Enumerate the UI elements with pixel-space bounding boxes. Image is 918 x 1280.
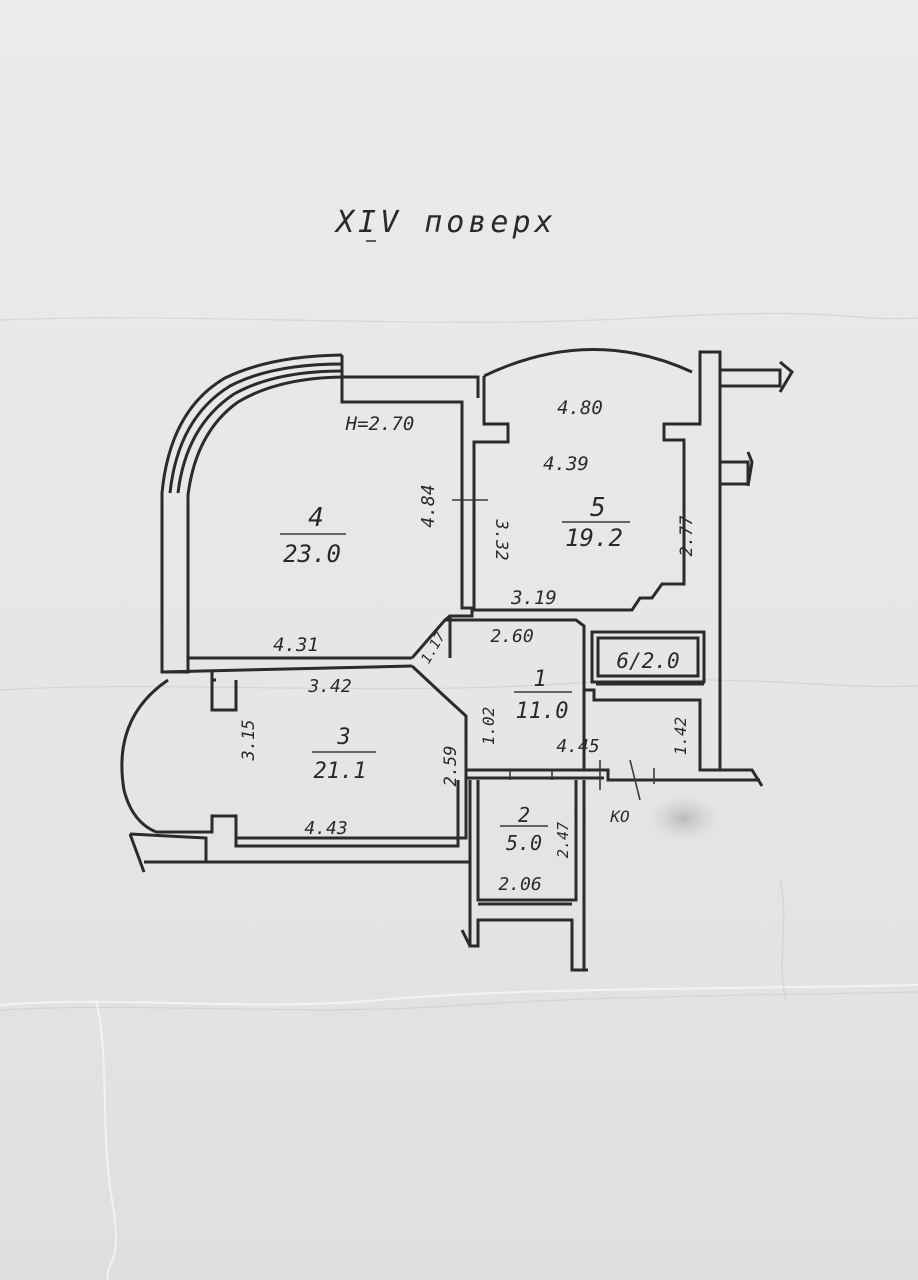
ko-marker: КО [609, 807, 629, 826]
dim-r3-top: 3.42 [307, 676, 351, 697]
room-3-number: 3 [336, 725, 350, 750]
dim-r3-left: 3.15 [239, 720, 259, 762]
dim-r5-bottom: 3.19 [510, 587, 557, 609]
dim-r5-top: 4.80 [557, 397, 603, 419]
room-labels: 4 23.0 5 19.2 3 21.1 1 11.0 2 5.0 6/2.0 [280, 493, 680, 855]
paper-creases [0, 312, 918, 1280]
dim-r5-right: 2.77 [677, 515, 697, 557]
dim-r2-bottom: 2.06 [498, 874, 541, 895]
dim-r2-right: 2.47 [554, 822, 572, 858]
room-1-area: 11.0 [516, 699, 569, 724]
room-6-label: 6/2.0 [616, 649, 679, 673]
dim-r1-left: 1.02 [479, 707, 498, 746]
room-4-number: 4 [308, 503, 324, 533]
room-5-number: 5 [590, 493, 606, 523]
room-2-number: 2 [518, 803, 530, 827]
dim-r1-bottom: 4.45 [556, 736, 599, 757]
floor-title: XIV поверх [334, 205, 557, 240]
dim-r5-width: 4.39 [543, 453, 589, 475]
dim-r3-right: 2.59 [441, 746, 461, 787]
room-4-area: 23.0 [283, 540, 341, 568]
dim-r1-right: 1.42 [671, 717, 690, 756]
dim-r4-bottom: 4.31 [273, 634, 319, 656]
room-3-area: 21.1 [314, 759, 367, 784]
dim-r1-top: 2.60 [490, 626, 533, 647]
room-5-area: 19.2 [565, 524, 623, 552]
dim-r5-left: 3.32 [491, 519, 511, 561]
ceiling-height: H=2.70 [345, 413, 415, 435]
room-2-area: 5.0 [506, 831, 542, 855]
room-1-number: 1 [533, 667, 546, 692]
dim-r4-right: 4.84 [418, 484, 439, 527]
dimension-labels: H=2.70 4.80 4.39 3.32 2.77 3.19 4.84 4.3… [239, 397, 697, 895]
walls [120, 347, 794, 972]
blurred-smudge [648, 794, 720, 842]
dim-r3-bottom: 4.43 [304, 818, 347, 839]
